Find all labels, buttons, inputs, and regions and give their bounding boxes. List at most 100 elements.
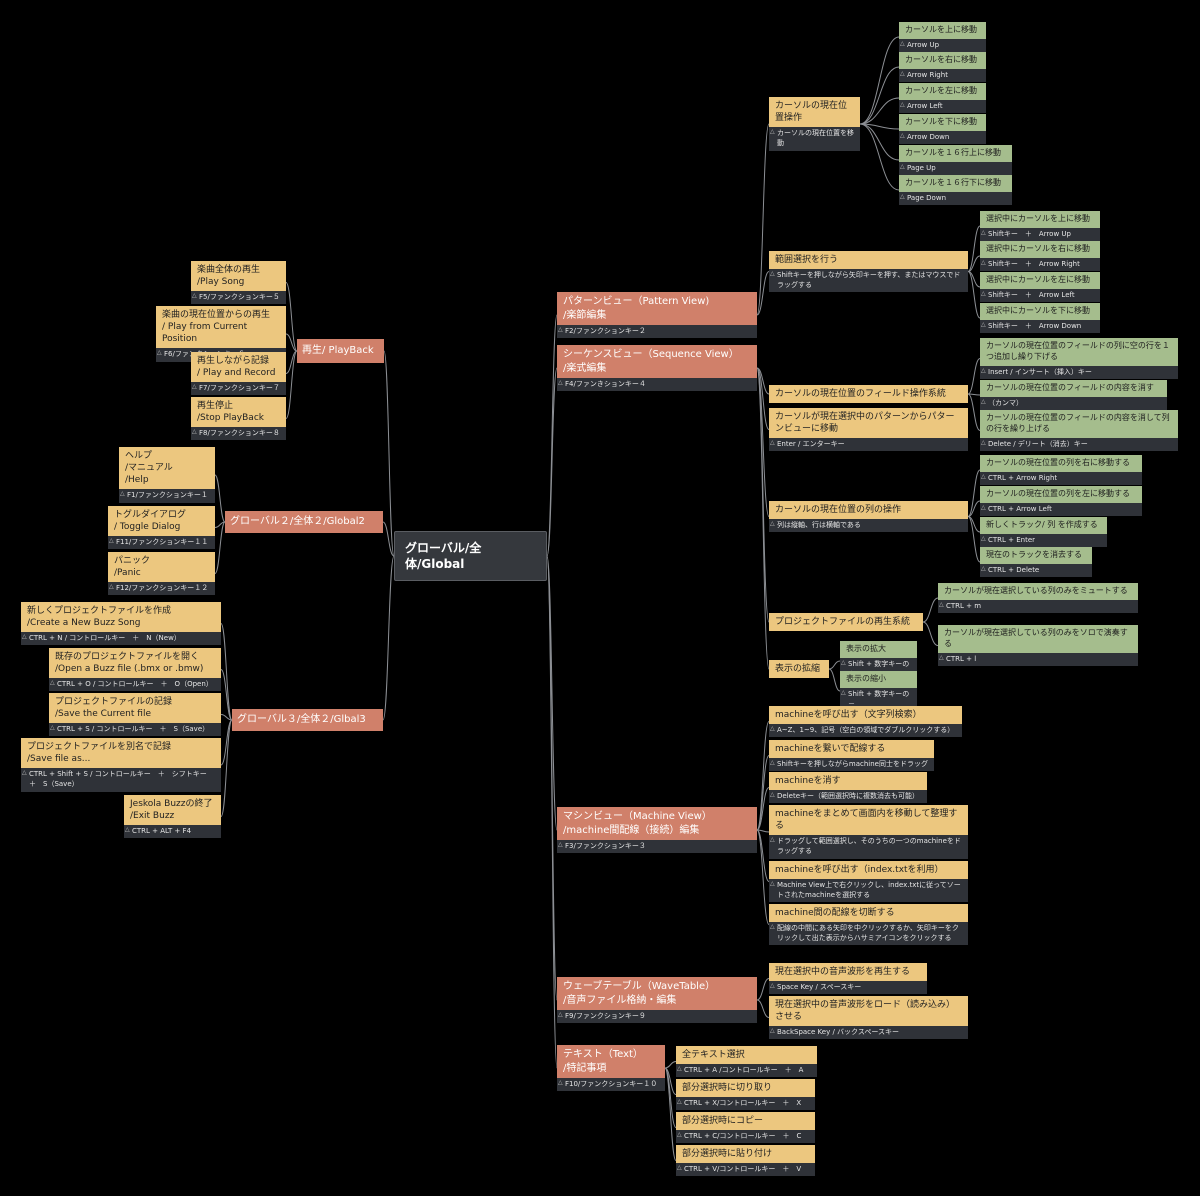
global3-exit[interactable]: Jeskola Buzzの終了 /Exit Buzz CTRL + ALT + …	[124, 795, 221, 839]
playback-from-current[interactable]: 楽曲の現在位置からの再生 / Play from Current Positio…	[156, 306, 286, 362]
column-move-left[interactable]: カーソルの現在位置の列を左に移動する CTRL + Arrow Left	[980, 486, 1142, 516]
machine-index[interactable]: machineを呼び出す（index.txtを利用） Machine View上…	[769, 861, 968, 903]
category-label: テキスト（Text） /特記事項	[557, 1045, 665, 1078]
shortcut-note: F1/ファンクションキー１	[119, 489, 215, 503]
track-create[interactable]: 新しくトラック/ 列 を作成する CTRL + Enter	[980, 517, 1107, 547]
cursor-page-down[interactable]: カーソルを１６行下に移動 Page Down	[899, 175, 1012, 205]
connector-line	[664, 1061, 677, 1069]
shortcut-note: CTRL + X/コントロールキー ＋ X	[676, 1097, 815, 1111]
connector-line	[220, 623, 233, 721]
shortcut-note: Space Key / スペースキー	[769, 981, 927, 995]
connector-line	[220, 719, 233, 817]
connector-line	[967, 516, 981, 563]
connector-line	[285, 350, 298, 419]
connector-line	[546, 367, 558, 557]
machine-disconnect[interactable]: machine間の配線を切断する 配線の中間にある矢印を中クリックするか、矢印キ…	[769, 904, 968, 946]
cursor-up[interactable]: カーソルを上に移動 Arrow Up	[899, 22, 986, 52]
machine-connect[interactable]: machineを繋いで配線する Shiftキーを押しながらmachine同士をド…	[769, 740, 934, 772]
shortcut-note: 配線の中間にある矢印を中クリックするか、矢印キーをクリックして出た表示からハサミ…	[769, 922, 968, 946]
sequence-project-play[interactable]: プロジェクトファイルの再生系統	[769, 613, 923, 632]
sequence-goto-pattern[interactable]: カーソルが現在選択中のパターンからパターンビューに移動 Enter / エンター…	[769, 408, 968, 452]
connector-line	[664, 1067, 677, 1095]
shortcut-note: CTRL + Arrow Left	[980, 502, 1142, 516]
shortcut-note: CTRL + m	[938, 599, 1138, 613]
column-solo[interactable]: カーソルが現在選択している列のみをソロで演奏する CTRL + l	[938, 625, 1138, 666]
category-sequence-view[interactable]: シーケンスビュー（Sequence View） /楽式編集 F4/ファンきション…	[557, 345, 757, 392]
machine-search[interactable]: machineを呼び出す（文字列検索） A~Z、1~9、記号（空白の領域でダブル…	[769, 706, 962, 738]
shortcut-note: Arrow Up	[899, 38, 986, 52]
category-playback[interactable]: 再生/ PlayBack	[297, 339, 384, 363]
shortcut-note: CTRL + A /コントロールキー ＋ A	[676, 1064, 817, 1078]
global3-new[interactable]: 新しくプロジェクトファイルを作成 /Create a New Buzz Song…	[21, 602, 221, 646]
shortcut-note: CTRL + C/コントロールキー ＋ C	[676, 1130, 815, 1144]
global3-save-as[interactable]: プロジェクトファイルを別名で記録 /Save file as... CTRL +…	[21, 738, 221, 792]
global3-save[interactable]: プロジェクトファイルの記録 /Save the Current file CTR…	[49, 693, 221, 737]
column-mute[interactable]: カーソルが現在選択している列のみをミュートする CTRL + m	[938, 583, 1138, 613]
global2-help[interactable]: ヘルプ /マニュアル /Help F1/ファンクションキー１	[119, 447, 215, 503]
shortcut-note: Delete / デリート（消去）キー	[980, 437, 1178, 451]
pattern-cursor-move[interactable]: カーソルの現在位置操作 カーソルの現在位置を移動	[769, 97, 860, 151]
playback-record[interactable]: 再生しながら記録 / Play and Record F7/ファンクションキー７	[191, 352, 286, 396]
shortcut-note: F4/ファンきションキー４	[557, 378, 757, 392]
text-paste[interactable]: 部分選択時に貼り付け CTRL + V/コントロールキー ＋ V	[676, 1145, 815, 1177]
category-global3[interactable]: グローバル３/全体２/Glbal3	[232, 709, 383, 731]
machine-delete[interactable]: machineを消す Deleteキー（範囲選択時に複数消去も可能）	[769, 772, 927, 804]
connector-line	[285, 350, 298, 374]
cursor-down[interactable]: カーソルを下に移動 Arrow Down	[899, 114, 986, 144]
category-label: ウェーブテーブル（WaveTable） /音声ファイル格納・編集	[557, 977, 757, 1010]
category-machine-view[interactable]: マシンビュー（Machine View） /machine間配線（接続）編集 F…	[557, 807, 757, 854]
field-insert[interactable]: カーソルの現在位置のフィールドの列に空の行を１つ追加し繰り下げる Insert …	[980, 338, 1178, 379]
shortcut-note: F12/ファンクションキー１２	[108, 582, 215, 596]
connector-line	[285, 333, 298, 352]
cursor-right[interactable]: カーソルを右に移動 Arrow Right	[899, 52, 986, 82]
connector-line	[859, 97, 900, 125]
sequence-column-ops[interactable]: カーソルの現在位置の列の操作 列は縦軸、行は横軸である	[769, 501, 968, 533]
track-delete[interactable]: 現在のトラックを消去する CTRL + Delete	[980, 547, 1092, 577]
field-clear[interactable]: カーソルの現在位置のフィールドの内容を消す （カンマ）	[980, 380, 1167, 410]
sequence-zoom[interactable]: 表示の拡縮	[769, 660, 829, 679]
global2-panic[interactable]: パニック /Panic F12/ファンクションキー１２	[108, 552, 215, 596]
wave-load[interactable]: 現在選択中の音声波形をロード（読み込み）させる BackSpace Key / …	[769, 996, 968, 1040]
category-wavetable[interactable]: ウェーブテーブル（WaveTable） /音声ファイル格納・編集 F9/ファンク…	[557, 977, 757, 1024]
shortcut-note: CTRL + Shift + S / コントロールキー ＋ シフトキー ＋ S（…	[21, 768, 221, 792]
category-text[interactable]: テキスト（Text） /特記事項 F10/ファンクションキー１０	[557, 1045, 665, 1092]
connector-line	[756, 978, 770, 1001]
shortcut-note: CTRL + Delete	[980, 563, 1092, 577]
select-left[interactable]: 選択中にカーソルを左に移動 Shiftキー ＋ Arrow Left	[980, 272, 1100, 302]
category-pattern-view[interactable]: パターンビュー（Pattern View) /楽節編集 F2/ファンクションキー…	[557, 292, 757, 339]
shortcut-note: Arrow Down	[899, 130, 986, 144]
shortcut-note: F11/ファンクションキー１１	[108, 536, 215, 550]
connector-line	[546, 555, 558, 831]
playback-play-song[interactable]: 楽曲全体の再生 /Play Song F5/ファンクションキー５	[191, 261, 286, 305]
global3-open[interactable]: 既存のプロジェクトファイルを開く /Open a Buzz file (.bmx…	[49, 648, 221, 692]
select-up[interactable]: 選択中にカーソルを上に移動 Shiftキー ＋ Arrow Up	[980, 211, 1100, 241]
category-global2[interactable]: グローバル２/全体２/Global2	[225, 511, 383, 533]
shortcut-note: Shift + 数字キーの－	[840, 687, 917, 712]
text-cut[interactable]: 部分選択時に切り取り CTRL + X/コントロールキー ＋ X	[676, 1079, 815, 1111]
shortcut-note: F7/ファンクションキー７	[191, 382, 286, 396]
cursor-left[interactable]: カーソルを左に移動 Arrow Left	[899, 83, 986, 113]
connector-line	[546, 555, 558, 1069]
connector-line	[756, 367, 770, 430]
global2-toggle-dialog[interactable]: トグルダイアログ / Toggle Dialog F11/ファンクションキー１１	[108, 506, 215, 550]
wave-play[interactable]: 現在選択中の音声波形を再生する Space Key / スペースキー	[769, 963, 927, 995]
text-select-all[interactable]: 全テキスト選択 CTRL + A /コントロールキー ＋ A	[676, 1046, 817, 1078]
select-down[interactable]: 選択中にカーソルを下に移動 Shiftキー ＋ Arrow Down	[980, 303, 1100, 333]
zoom-out[interactable]: 表示の縮小 Shift + 数字キーの－	[840, 671, 917, 712]
machine-arrange[interactable]: machineをまとめて画面内を移動して整理する ドラッグして範囲選択し、そのう…	[769, 805, 968, 859]
connector-line	[756, 367, 770, 517]
connector-line	[756, 367, 770, 395]
sequence-field-ops[interactable]: カーソルの現在位置のフィールド操作系統	[769, 385, 968, 404]
playback-stop[interactable]: 再生停止 /Stop PlayBack F8/ファンクションキー８	[191, 397, 286, 441]
shortcut-note: F8/ファンクションキー８	[191, 427, 286, 441]
cursor-page-up[interactable]: カーソルを１６行上に移動 Page Up	[899, 145, 1012, 175]
field-delete[interactable]: カーソルの現在位置のフィールドの内容を消して列の行を繰り上げる Delete /…	[980, 410, 1178, 451]
pattern-range-select[interactable]: 範囲選択を行う Shiftキーを押しながら矢印キーを押す、またはマウスでドラッグ…	[769, 251, 968, 293]
text-copy[interactable]: 部分選択時にコピー CTRL + C/コントロールキー ＋ C	[676, 1112, 815, 1144]
select-right[interactable]: 選択中にカーソルを右に移動 Shiftキー ＋ Arrow Right	[980, 241, 1100, 271]
root-node[interactable]: グローバル/全体/Global	[394, 531, 547, 582]
shortcut-note: CTRL + ALT + F4	[124, 825, 221, 839]
connector-line	[382, 521, 395, 557]
connector-line	[756, 999, 770, 1018]
column-move-right[interactable]: カーソルの現在位置の列を右に移動する CTRL + Arrow Right	[980, 455, 1142, 485]
